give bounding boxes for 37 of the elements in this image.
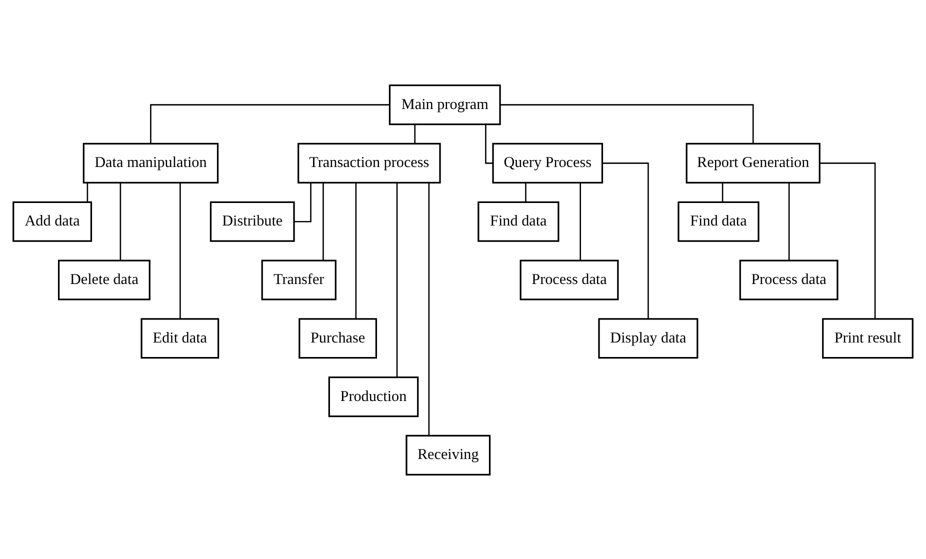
- node-box: Data manipulation: [82, 142, 219, 183]
- connector: [414, 124, 416, 143]
- node-box: Transaction process: [298, 142, 441, 183]
- connector: [820, 162, 876, 318]
- connector: [525, 182, 526, 202]
- node-box: Report Generation: [686, 142, 820, 183]
- connector: [722, 182, 724, 202]
- node-box: Process data: [520, 259, 619, 300]
- node-box: Process data: [739, 259, 838, 300]
- node-box: Display data: [598, 318, 698, 358]
- connector: [322, 182, 324, 260]
- node-box: Print result: [822, 318, 914, 358]
- node-box: Edit data: [140, 318, 220, 358]
- node-box: Distribute: [210, 200, 295, 242]
- connector: [120, 182, 122, 260]
- node-box: Add data: [12, 200, 92, 242]
- connector: [428, 182, 430, 436]
- connector: [500, 104, 754, 143]
- node-box: Main program: [388, 84, 501, 125]
- node-box: Find data: [478, 200, 560, 242]
- connector: [396, 182, 398, 377]
- node-box: Receiving: [406, 434, 491, 475]
- connector: [485, 124, 493, 164]
- connector: [355, 182, 357, 318]
- connector: [580, 182, 581, 260]
- node-box: Production: [328, 376, 419, 417]
- connector: [86, 182, 88, 202]
- connector: [150, 104, 390, 143]
- node-box: Transfer: [261, 259, 336, 300]
- node-box: Delete data: [58, 259, 150, 300]
- connector: [180, 182, 181, 318]
- connector: [788, 182, 790, 260]
- node-box: Query Process: [492, 142, 604, 183]
- connector: [602, 162, 649, 318]
- node-box: Purchase: [298, 318, 378, 358]
- connector: [294, 182, 312, 222]
- node-box: Find data: [678, 200, 760, 242]
